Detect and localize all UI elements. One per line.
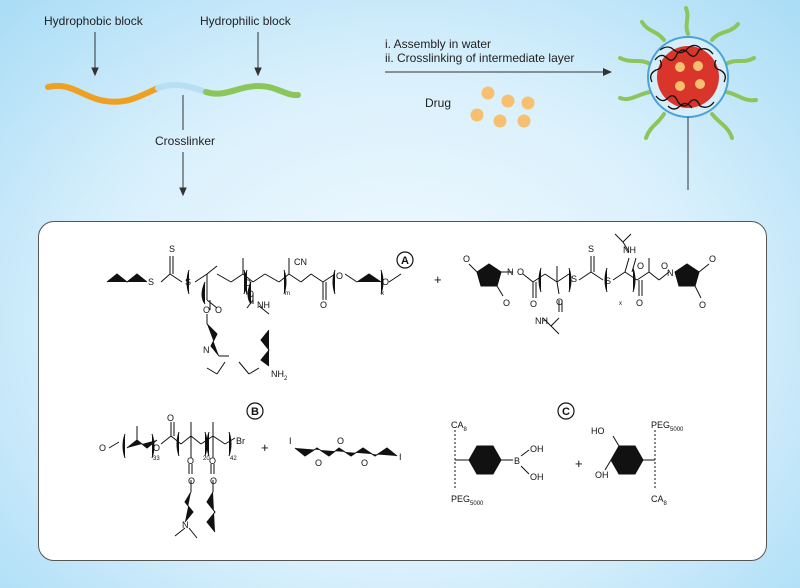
polymer-a-brackets <box>186 269 384 295</box>
atom-o-b9: O <box>337 436 344 446</box>
atom-s-3: S <box>571 274 577 284</box>
atom-o-4: O <box>247 289 254 299</box>
atom-o-6: O <box>336 271 343 281</box>
atom-s-2: S <box>185 277 191 287</box>
micelle <box>618 6 758 190</box>
subscript-m: m <box>285 291 290 297</box>
atom-oh-2: OH <box>530 472 544 482</box>
atom-o-b3: O <box>167 413 174 423</box>
atom-s-4: S <box>588 244 594 254</box>
atom-nh-2: NH <box>535 316 548 326</box>
subscript-33: 33 <box>153 456 160 462</box>
crosslinker-block <box>155 82 209 95</box>
atom-nh2: NH2 <box>271 369 288 382</box>
subscript-n: n <box>246 291 249 297</box>
process-arrow <box>385 68 612 76</box>
atom-o-b1: O <box>99 443 106 453</box>
atom-br: Br <box>236 436 245 446</box>
peg-label-2: PEG5000 <box>651 420 684 433</box>
structures-canvas: A B C S S S O O N O O NH NH2 CN O O O n … <box>99 233 716 539</box>
crosslinker-arrow <box>179 95 187 197</box>
atom-n-2: N <box>507 267 514 277</box>
atom-o-b7: O <box>210 476 217 486</box>
badge-b: B <box>246 402 264 420</box>
crosslinker-a-structure <box>468 233 710 335</box>
hydrophobic-block-label: Hydrophobic block <box>44 14 143 28</box>
svg-text:C: C <box>562 406 570 418</box>
panel-c-labels: CA8 PEG5000 B OH OH + HO OH PEG5000 CA8 <box>451 420 684 507</box>
atom-s-5: S <box>605 276 611 286</box>
hydrophobic-arrow <box>91 32 99 77</box>
atom-boron: B <box>514 456 520 466</box>
atom-s-thione: S <box>169 244 175 254</box>
assembly-scheme <box>45 6 758 197</box>
atom-o-5: O <box>320 300 327 310</box>
ca-label-1: CA8 <box>451 420 468 433</box>
atom-o-9: O <box>503 298 510 308</box>
atom-nh-3: NH <box>623 245 636 255</box>
badge-a: A <box>396 251 414 269</box>
atom-o-15: O <box>661 261 668 271</box>
panel-a-labels: S S S O O N O O NH NH2 CN O O O n m x + … <box>148 244 716 382</box>
atom-o-1: O <box>203 305 210 315</box>
subscript-20: 20 <box>203 456 210 462</box>
atom-nh-1: NH <box>257 300 270 310</box>
hydrophilic-block <box>203 82 301 99</box>
badge-c: C <box>557 402 575 420</box>
drug-particles <box>470 86 535 128</box>
atom-o-b8: O <box>315 458 322 468</box>
atom-o-13: O <box>637 261 644 271</box>
polymer-b-structure <box>108 422 236 539</box>
atom-s-1: S <box>148 277 154 287</box>
subscript-x-2: x <box>619 301 622 307</box>
plus-b: + <box>261 440 269 455</box>
atom-i-2: I <box>399 452 402 462</box>
atom-o-b5: O <box>188 476 195 486</box>
atom-o-b4: O <box>187 456 194 466</box>
hydrophilic-arrow <box>254 32 262 77</box>
drug-label: Drug <box>425 96 452 110</box>
atom-o-b10: O <box>361 458 368 468</box>
boronic-acid-structure <box>454 430 530 490</box>
svg-text:B: B <box>251 406 259 418</box>
hydrophilic-block-label: Hydrophilic block <box>200 14 291 28</box>
atom-n-3: N <box>667 268 674 278</box>
atom-o-7: O <box>382 277 389 287</box>
atom-ho: HO <box>591 426 605 436</box>
step-crosslinking-label: ii. Crosslinking of intermediate layer <box>385 51 575 65</box>
atom-o-3: O <box>244 278 251 288</box>
atom-oh-3: OH <box>595 470 609 480</box>
panel-b-labels: O O O O O N O O Br 33 20 42 + I O O O I <box>99 413 402 530</box>
subscript-42: 42 <box>230 456 237 462</box>
atom-o-11: O <box>530 299 537 309</box>
peg-label-1: PEG5000 <box>451 494 484 507</box>
atom-oh-1: OH <box>530 444 544 454</box>
atom-o-8: O <box>463 254 470 264</box>
crosslinker-label: Crosslinker <box>155 134 216 148</box>
atom-n-1: N <box>203 345 210 355</box>
ca-label-2: CA8 <box>651 494 668 507</box>
atom-o-14: O <box>636 298 643 308</box>
polymer-a-structure <box>106 256 402 375</box>
crosslinker-b-structure <box>294 447 398 457</box>
atom-o-10: O <box>517 267 524 277</box>
subscript-x: x <box>381 291 384 297</box>
atom-o-12: O <box>556 297 563 307</box>
atom-cn: CN <box>294 257 307 267</box>
atom-n-b: N <box>182 520 189 530</box>
catechol-structure <box>604 430 656 490</box>
plus-a: + <box>434 272 442 287</box>
structures-panel: A B C S S S O O N O O NH NH2 CN O O O n … <box>38 221 767 561</box>
step-assembly-label: i. Assembly in water <box>385 37 492 51</box>
svg-text:A: A <box>401 255 409 267</box>
atom-o-16: O <box>709 254 716 264</box>
atom-o-17: O <box>699 300 706 310</box>
atom-o-b6: O <box>209 456 216 466</box>
hydrophobic-block <box>45 82 161 105</box>
atom-o-2: O <box>215 305 222 315</box>
atom-i-1: I <box>289 436 292 446</box>
atom-o-b2: O <box>153 443 160 453</box>
plus-c: + <box>575 456 583 471</box>
